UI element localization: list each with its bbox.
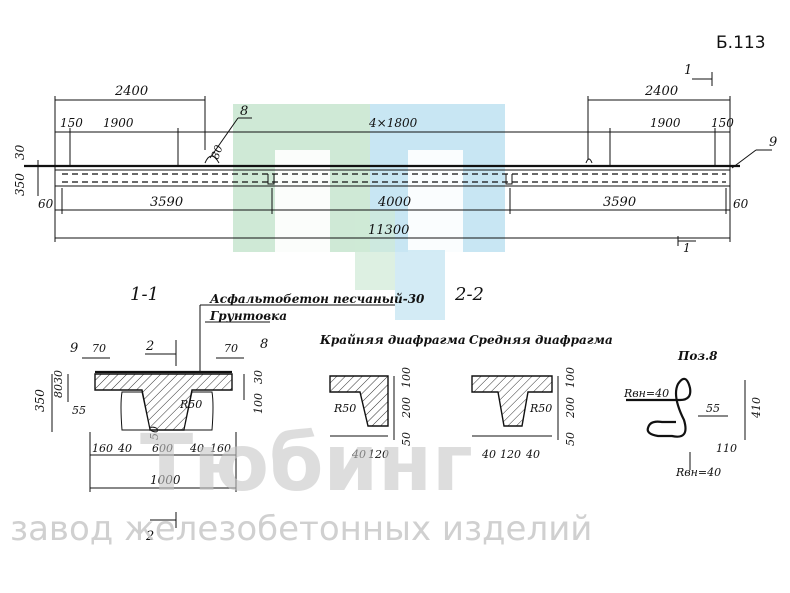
label-middle-diaphragm: Средняя диафрагма: [469, 333, 613, 347]
section-mark-2-bottom: 2: [145, 529, 154, 544]
label-primer: Грунтовка: [209, 309, 287, 323]
pos8-title: Поз.8: [677, 349, 718, 363]
section-1-1-drawing: [51, 304, 395, 528]
sheet-number: Б.113: [716, 33, 766, 53]
section-mark-1-bottom: 1: [683, 241, 691, 255]
dim-100-section: 100: [252, 393, 265, 414]
dim-160-right: 160: [210, 442, 231, 455]
dim-1900-left: 1900: [103, 116, 134, 130]
edge-dim-120: 120: [368, 448, 389, 461]
middle-dim-40-right: 40: [525, 448, 540, 461]
section-1-1-title: 1-1: [130, 284, 159, 305]
dim-160-left: 160: [92, 442, 113, 455]
edge-dim-50: 50: [400, 432, 413, 446]
pos8-radius-top: Rвн=40: [623, 387, 669, 400]
section-2-2-title: 2-2: [454, 284, 484, 305]
dim-80-section: 80: [52, 384, 65, 398]
pos8-dim-110: 110: [716, 442, 737, 455]
section-mark-1-top: 1: [684, 63, 692, 78]
edge-dim-100: 100: [400, 367, 413, 388]
middle-dim-120: 120: [500, 448, 521, 461]
dim-4000: 4000: [377, 195, 411, 210]
label-asphalt: Асфальтобетон песчаный-30: [209, 292, 425, 306]
dim-80-plan: 80: [209, 143, 226, 161]
pos8-radius-bottom: Rвн=40: [675, 466, 721, 479]
dim-600: 600: [152, 442, 173, 455]
pos8-loop-drawing: [626, 377, 746, 470]
callout-9-plan: 9: [769, 135, 777, 150]
callout-8-plan: 8: [240, 104, 248, 119]
section-2-2-drawing: [329, 375, 559, 440]
dim-70-left: 70: [92, 342, 106, 355]
dim-r50-section: R50: [179, 398, 202, 411]
edge-dim-40: 40: [351, 448, 366, 461]
dim-150-left: 150: [60, 116, 83, 130]
dim-30-plan: 30: [13, 144, 27, 160]
dim-1000: 1000: [150, 473, 181, 487]
dim-40-right: 40: [189, 442, 204, 455]
callout-9-section: 9: [70, 341, 78, 356]
dim-150-right: 150: [711, 116, 734, 130]
middle-dim-r50: R50: [529, 402, 552, 415]
watermark-brand: Тюбинг: [140, 419, 473, 509]
middle-dim-50: 50: [564, 432, 577, 446]
dim-55-section: 55: [72, 404, 86, 417]
middle-dim-40-left: 40: [481, 448, 496, 461]
dim-3590-right: 3590: [603, 195, 636, 210]
pos8-dim-410: 410: [750, 397, 763, 419]
middle-dim-100: 100: [564, 367, 577, 388]
section-mark-2-top: 2: [145, 339, 154, 354]
dim-30-section: 30: [52, 370, 65, 384]
beam-elevation: [24, 72, 772, 246]
dim-350-plan: 350: [13, 173, 27, 196]
dim-30-right: 30: [252, 370, 265, 384]
edge-dim-r50: R50: [333, 402, 356, 415]
dim-50-section: 50: [148, 426, 161, 440]
callout-8-section: 8: [260, 337, 268, 352]
dim-1900-right: 1900: [650, 116, 681, 130]
dim-60-left: 60: [38, 197, 54, 211]
middle-dim-200: 200: [564, 397, 577, 419]
edge-dim-200: 200: [400, 397, 413, 419]
dim-3590-left: 3590: [150, 195, 183, 210]
dim-40-left: 40: [117, 442, 132, 455]
dim-350-section: 350: [33, 389, 47, 412]
dim-2400-right: 2400: [644, 84, 678, 99]
dim-60-right: 60: [733, 197, 749, 211]
dim-4x1800: 4×1800: [368, 116, 418, 130]
watermark-subtitle: завод железобетонных изделий: [10, 509, 592, 549]
dim-11300: 11300: [368, 223, 409, 238]
dim-70-right: 70: [224, 342, 238, 355]
pos8-dim-55: 55: [706, 402, 720, 415]
label-edge-diaphragm: Крайняя диафрагма: [319, 333, 466, 347]
dim-2400-left: 2400: [114, 84, 148, 99]
